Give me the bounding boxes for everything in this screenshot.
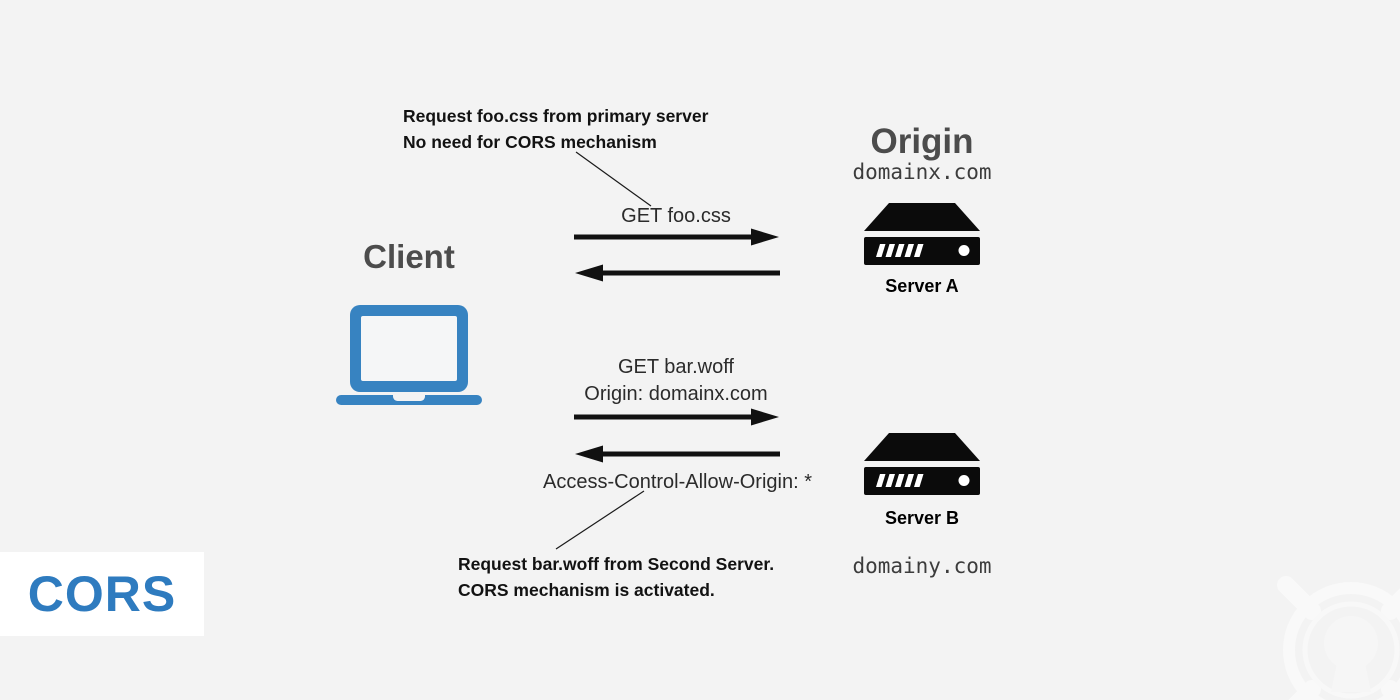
server-b-icon xyxy=(864,433,980,495)
arrow-left-response2-icon xyxy=(575,445,780,463)
arrow-right-request2-icon xyxy=(574,408,779,426)
keyhole-watermark-icon xyxy=(1277,576,1400,700)
server-a-label: Server A xyxy=(885,276,959,296)
note-no-cors: Request foo.css from primary server No n… xyxy=(403,103,708,155)
note-no-cors-line1: Request foo.css from primary server xyxy=(403,106,709,126)
flow2-request-line1: GET bar.woff xyxy=(618,356,734,378)
flow2-request-label: GET bar.woff Origin: domainx.com xyxy=(540,354,812,408)
origin-domain-label: domainx.com xyxy=(852,160,992,184)
laptop-icon xyxy=(336,305,482,405)
connector-line-top xyxy=(575,151,652,207)
note-cors-activated: Request bar.woff from Second Server. COR… xyxy=(458,551,774,603)
second-server-domain-label: domainy.com xyxy=(852,554,992,578)
origin-heading: Origin xyxy=(870,122,974,161)
note-cors-activated-line1: Request bar.woff from Second Server. xyxy=(458,554,775,574)
cors-title-badge: CORS xyxy=(0,552,204,636)
client-heading: Client xyxy=(363,238,455,275)
server-a-icon xyxy=(864,203,980,265)
arrow-right-request1-icon xyxy=(574,228,779,246)
flow2-response-label: Access-Control-Allow-Origin: * xyxy=(543,471,812,493)
note-no-cors-line2: No need for CORS mechanism xyxy=(403,132,657,152)
flow1-request-label: GET foo.css xyxy=(621,205,731,227)
arrow-left-response1-icon xyxy=(575,264,780,282)
cors-title: CORS xyxy=(27,566,177,622)
flow2-request-line2: Origin: domainx.com xyxy=(584,383,768,405)
connector-line-bottom xyxy=(555,490,645,550)
server-b-label: Server B xyxy=(884,508,960,528)
note-cors-activated-line2: CORS mechanism is activated. xyxy=(458,580,715,600)
